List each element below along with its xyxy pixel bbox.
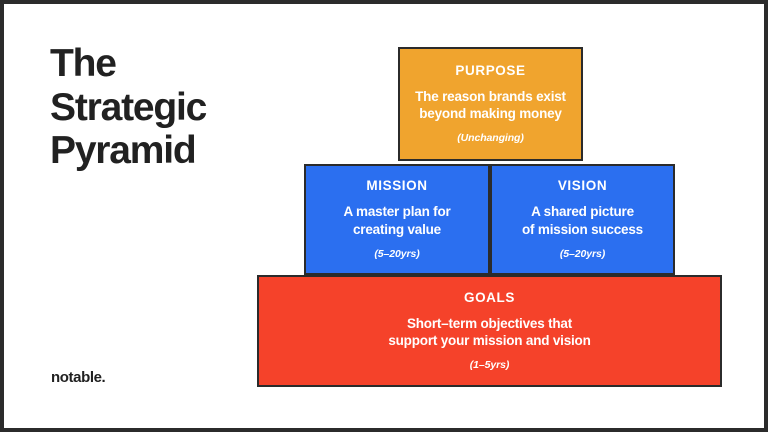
level-heading-purpose: PURPOSE <box>455 62 526 78</box>
level-description-goals: Short–term objectives that support your … <box>388 315 591 349</box>
level-heading-vision: VISION <box>557 178 608 194</box>
level-heading-goals: GOALS <box>463 289 515 305</box>
level-description-vision: A shared picture of mission success <box>522 204 643 237</box>
level-description-mission: A master plan for creating value <box>343 204 451 237</box>
brand-logo: notable. <box>51 369 106 386</box>
level-heading-mission: MISSION <box>366 178 428 194</box>
pyramid-level-vision[interactable]: VISION A shared picture of mission succe… <box>490 164 675 275</box>
level-timeframe-goals: (1–5yrs) <box>469 359 510 372</box>
pyramid-level-purpose[interactable]: PURPOSE The reason brands exist beyond m… <box>398 47 583 161</box>
level-timeframe-vision: (5–20yrs) <box>559 247 606 260</box>
page-title: The Strategic Pyramid <box>50 42 207 173</box>
level-timeframe-mission: (5–20yrs) <box>374 247 420 260</box>
pyramid-level-goals[interactable]: GOALS Short–term objectives that support… <box>257 275 722 387</box>
level-timeframe-purpose: (Unchanging) <box>457 132 524 145</box>
level-description-purpose: The reason brands exist beyond making mo… <box>415 88 566 122</box>
pyramid-level-mission[interactable]: MISSION A master plan for creating value… <box>304 164 490 275</box>
